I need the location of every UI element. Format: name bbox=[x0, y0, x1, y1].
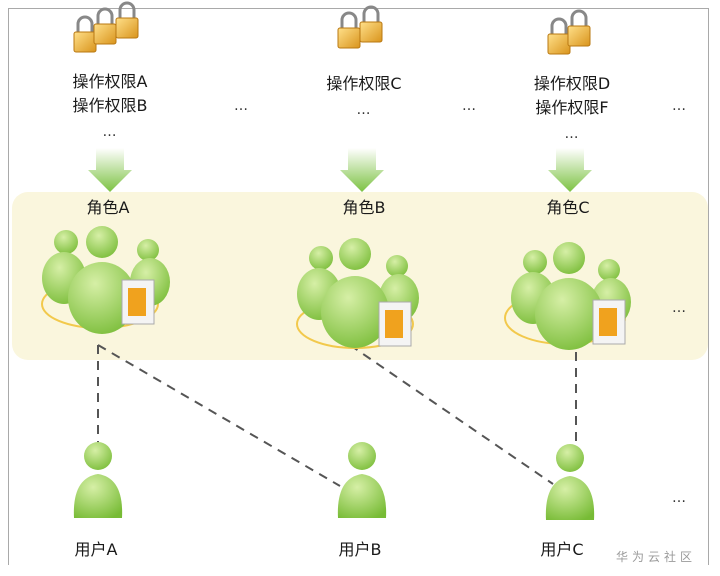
lock-icon bbox=[567, 9, 591, 47]
user-icon bbox=[545, 444, 595, 520]
column-ellipsis: … bbox=[462, 98, 477, 114]
column-ellipsis: … bbox=[234, 98, 249, 114]
user-ellipsis: … bbox=[672, 490, 687, 506]
lock-icon-group-1 bbox=[73, 1, 139, 53]
lock-icon bbox=[73, 15, 97, 53]
user-icon bbox=[73, 442, 123, 518]
watermark: 华为云社区 bbox=[612, 546, 699, 565]
column-ellipsis: … bbox=[672, 98, 687, 114]
lock-icon bbox=[337, 11, 361, 49]
role-group-icon bbox=[296, 238, 419, 349]
permission-label-f: 操作权限F bbox=[535, 98, 609, 117]
lock-icon bbox=[547, 17, 571, 55]
permission-ellipsis: … bbox=[564, 126, 580, 142]
permission-ellipsis: … bbox=[102, 124, 118, 140]
lock-icon bbox=[359, 5, 383, 43]
lock-icon bbox=[93, 7, 117, 45]
diagram-frame bbox=[8, 8, 709, 565]
role-ellipsis: … bbox=[672, 300, 687, 316]
role-group-icon bbox=[504, 242, 631, 350]
permission-label-c: 操作权限C bbox=[326, 74, 402, 93]
down-arrow-icon bbox=[548, 148, 592, 192]
lock-icon bbox=[115, 1, 139, 39]
role-label-b: 角色B bbox=[342, 198, 386, 217]
role-label-a: 角色A bbox=[86, 198, 130, 217]
down-arrow-icon bbox=[340, 148, 384, 192]
user-label-c: 用户C bbox=[540, 540, 584, 559]
down-arrow-icon bbox=[88, 148, 132, 192]
permission-label-b: 操作权限B bbox=[72, 96, 148, 115]
role-group-icon bbox=[41, 226, 170, 334]
permission-label-d: 操作权限D bbox=[533, 74, 611, 93]
permission-ellipsis: … bbox=[356, 102, 372, 118]
permission-label-a: 操作权限A bbox=[72, 72, 148, 91]
user-label-a: 用户A bbox=[74, 540, 118, 559]
user-label-b: 用户B bbox=[338, 540, 382, 559]
role-user-connectors bbox=[97, 344, 577, 487]
lock-icon-group-2 bbox=[337, 5, 383, 49]
role-label-c: 角色C bbox=[546, 198, 590, 217]
user-icon bbox=[337, 442, 387, 518]
lock-icon-group-3 bbox=[547, 9, 591, 55]
